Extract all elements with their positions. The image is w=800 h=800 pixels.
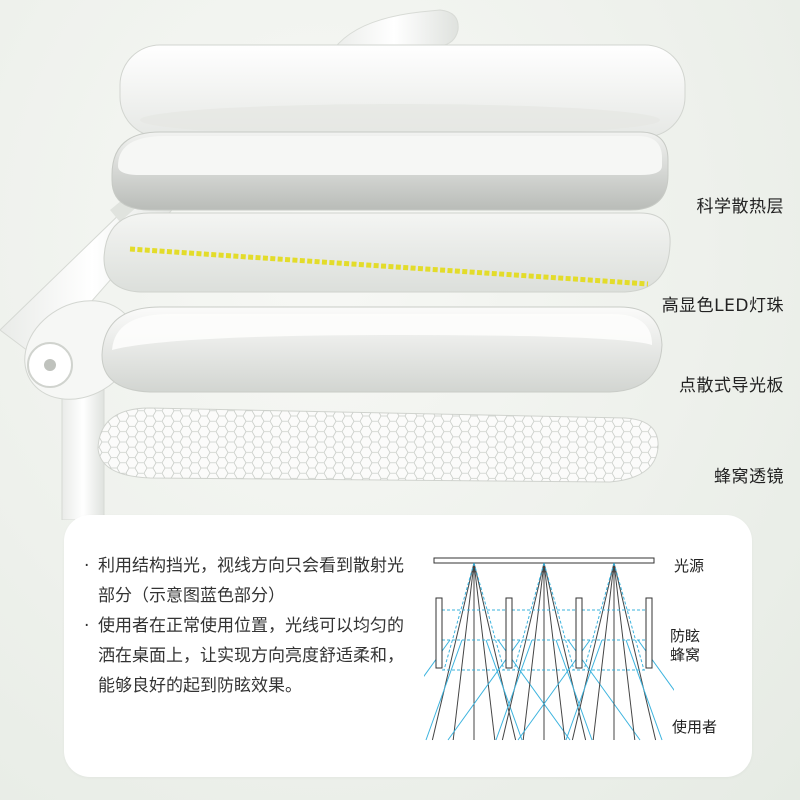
scatter-ray: [543, 562, 575, 671]
scatter-ray: [473, 562, 505, 671]
scatter-ray: [425, 639, 463, 741]
info-card: · 利用结构挡光，视线方向只会看到散射光部分（示意图蓝色部分） · 使用者在正常…: [64, 515, 752, 777]
label-light-guide: 点散式导光板: [679, 376, 784, 396]
honeycomb-wall: [505, 597, 513, 669]
honeycomb-lens: [97, 407, 659, 483]
direct-ray: [613, 562, 657, 741]
label-led-beads: 高显色LED灯珠: [661, 296, 784, 316]
label-honeycomb-lens: 蜂窝透镜: [714, 467, 784, 487]
honeycomb-wall: [575, 597, 583, 669]
diagram-label-anti-glare: 防眩: [670, 627, 701, 645]
bullet-text: 使用者在正常使用位置，光线可以均匀的洒在桌面上，让实现方向亮度舒适柔和，能够良好…: [98, 616, 404, 696]
lamp-illustration: [0, 9, 686, 520]
light-guide-plate: [101, 306, 663, 393]
direct-ray: [452, 562, 475, 741]
info-bullet: · 使用者在正常使用位置，光线可以均匀的洒在桌面上，让实现方向亮度舒适柔和，能够…: [84, 611, 404, 701]
scatter-ray: [613, 562, 645, 671]
led-bead-strip: [129, 246, 649, 287]
direct-ray: [431, 562, 475, 741]
heat-dissipation-layer: [111, 131, 669, 211]
direct-ray: [501, 562, 545, 741]
scatter-ray: [555, 639, 593, 741]
info-bullet: · 利用结构挡光，视线方向只会看到散射光部分（示意图蓝色部分）: [84, 551, 404, 611]
direct-ray: [543, 562, 566, 741]
scatter-ray: [485, 639, 523, 741]
direct-ray: [543, 562, 587, 741]
diagram-label-user: 使用者: [672, 718, 718, 736]
honeycomb-wall: [645, 597, 653, 669]
direct-ray: [473, 562, 496, 741]
diagram-label-light-source: 光源: [674, 557, 705, 575]
scatter-ray: [583, 562, 615, 671]
scatter-ray: [625, 639, 663, 741]
direct-ray: [473, 562, 517, 741]
label-heat-layer: 科学散热层: [696, 197, 784, 217]
light-source-bar: [433, 557, 655, 564]
scatter-ray: [443, 562, 475, 671]
honeycomb-wall: [435, 597, 443, 669]
direct-ray: [571, 562, 615, 741]
led-bead-layer: [103, 212, 671, 293]
diagram-label-honeycomb: 蜂窝: [670, 646, 701, 664]
direct-ray: [613, 562, 636, 741]
scatter-ray: [513, 562, 545, 671]
direct-ray: [592, 562, 615, 741]
scatter-ray: [565, 639, 603, 741]
info-bullets: · 利用结构挡光，视线方向只会看到散射光部分（示意图蓝色部分） · 使用者在正常…: [84, 551, 404, 701]
direct-ray: [522, 562, 545, 741]
scatter-ray: [495, 639, 533, 741]
anti-glare-diagram: [424, 557, 674, 741]
bullet-text: 利用结构挡光，视线方向只会看到散射光部分（示意图蓝色部分）: [98, 556, 404, 606]
